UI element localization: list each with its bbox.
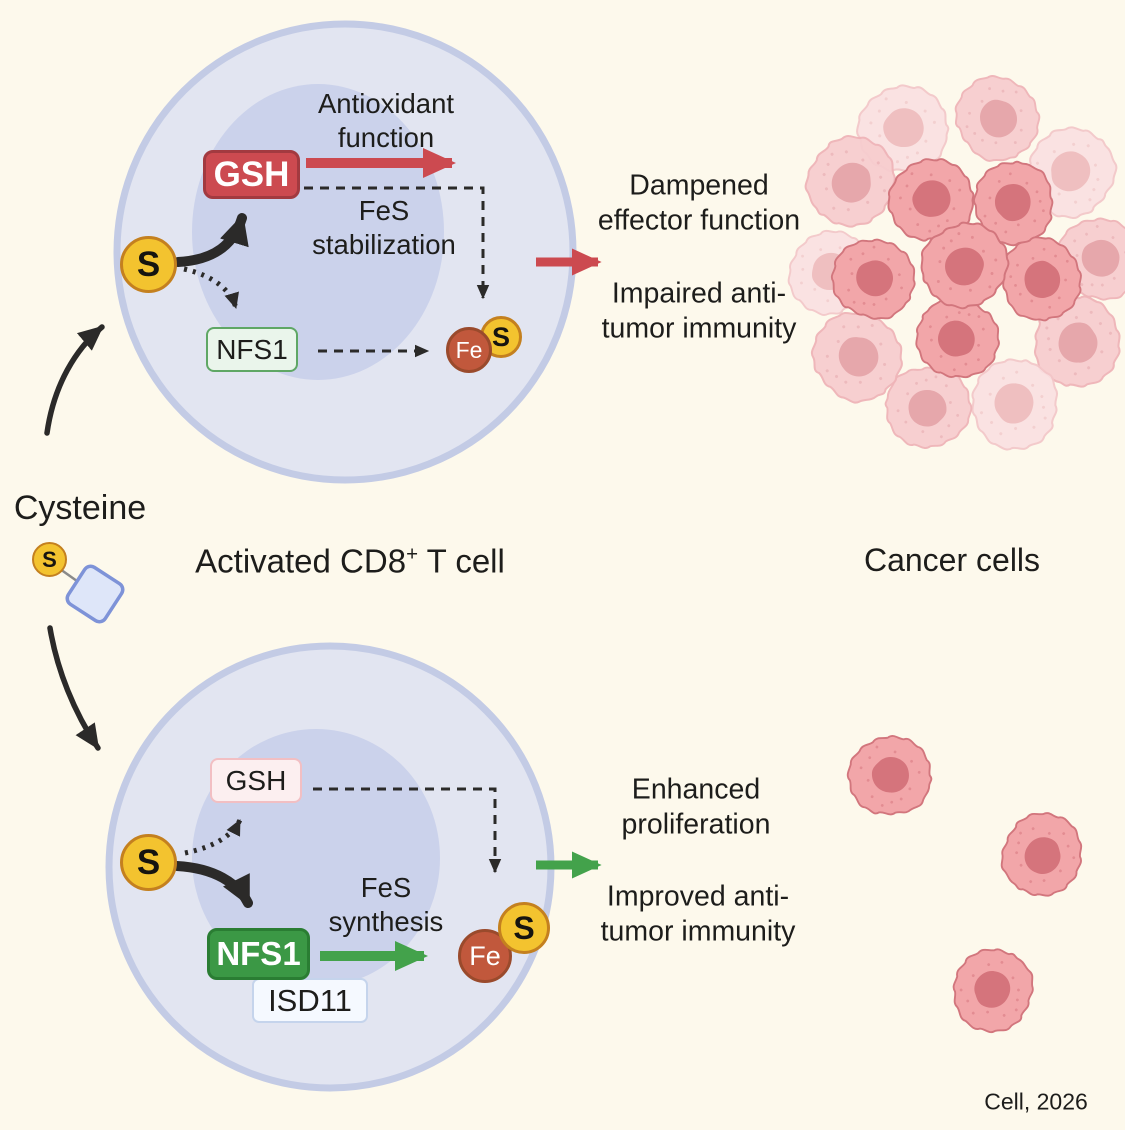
cysteine-sulfur-ball: S bbox=[32, 542, 67, 577]
sulfur-to-nfs1-dotted-arrow bbox=[183, 266, 239, 309]
cancer-cells-label: Cancer cells bbox=[863, 542, 1041, 579]
sulfur-letter-bottom: S bbox=[136, 842, 161, 882]
fes-iron-ball-bottom: Fe bbox=[458, 929, 512, 983]
improved-immunity-label: Improved anti- tumor immunity bbox=[600, 880, 796, 948]
sulfur-ball-bottom: S bbox=[120, 834, 177, 891]
fes-iron-ball-top: Fe bbox=[446, 327, 492, 373]
single-cancer-cells bbox=[836, 722, 1102, 1050]
isd11-label: ISD11 bbox=[268, 982, 352, 1018]
antioxidant-function-label: Antioxidant function bbox=[317, 87, 455, 153]
cysteine-diamond bbox=[65, 564, 125, 624]
gsh-label-bottom: GSH bbox=[225, 764, 287, 796]
gsh-to-fes-dashed-arrow-bottom bbox=[313, 787, 502, 874]
gsh-to-fes-dashed-arrow bbox=[304, 186, 490, 300]
fes-iron-letter: Fe bbox=[455, 336, 483, 363]
sulfur-ball-top: S bbox=[120, 236, 177, 293]
cysteine-sulfur-letter: S bbox=[42, 546, 57, 572]
sulfur-letter: S bbox=[136, 244, 161, 284]
cancer-cell-cluster bbox=[777, 68, 1125, 467]
sulfur-to-nfs1-arrow bbox=[172, 861, 253, 908]
activated-tcell-label: Activated CD8+ T cell bbox=[195, 542, 505, 583]
fes-sulfur-ball-bottom: S bbox=[498, 902, 550, 954]
fes-sulfur-letter-bottom: S bbox=[513, 909, 535, 946]
activated-tcell-text: Activated CD8 bbox=[195, 542, 407, 580]
dampened-effector-label: Dampened effector function bbox=[597, 169, 801, 237]
nfs1-box-bottom: NFS1 bbox=[207, 928, 310, 980]
tcell-text: T cell bbox=[418, 542, 505, 580]
cysteine-label: Cysteine bbox=[13, 488, 147, 527]
cysteine-molecule bbox=[59, 564, 125, 624]
isd11-box: ISD11 bbox=[252, 978, 368, 1023]
fes-sulfur-letter: S bbox=[491, 321, 510, 352]
gsh-label: GSH bbox=[213, 154, 290, 194]
cd8-plus-superscript: + bbox=[406, 542, 419, 566]
gsh-box-top: GSH bbox=[203, 150, 300, 199]
fes-stabilization-label: FeS stabilization bbox=[312, 194, 456, 260]
nfs1-box-top: NFS1 bbox=[206, 327, 298, 372]
nfs1-label-bottom: NFS1 bbox=[216, 935, 301, 972]
citation-label: Cell, 2026 bbox=[984, 1088, 1088, 1115]
cysteine-to-top-cell-arrow bbox=[44, 324, 105, 436]
gsh-box-bottom: GSH bbox=[210, 758, 302, 803]
impaired-immunity-label: Impaired anti- tumor immunity bbox=[601, 277, 797, 345]
enhanced-proliferation-label: Enhanced proliferation bbox=[621, 773, 771, 841]
sulfur-to-gsh-dotted-arrow bbox=[184, 818, 243, 856]
fes-synthesis-label: FeS synthesis bbox=[328, 871, 444, 937]
sulfur-to-gsh-arrow bbox=[173, 213, 249, 267]
cysteine-to-bottom-cell-arrow bbox=[47, 625, 101, 751]
nfs1-label: NFS1 bbox=[216, 333, 288, 365]
fes-iron-letter-bottom: Fe bbox=[469, 940, 501, 971]
